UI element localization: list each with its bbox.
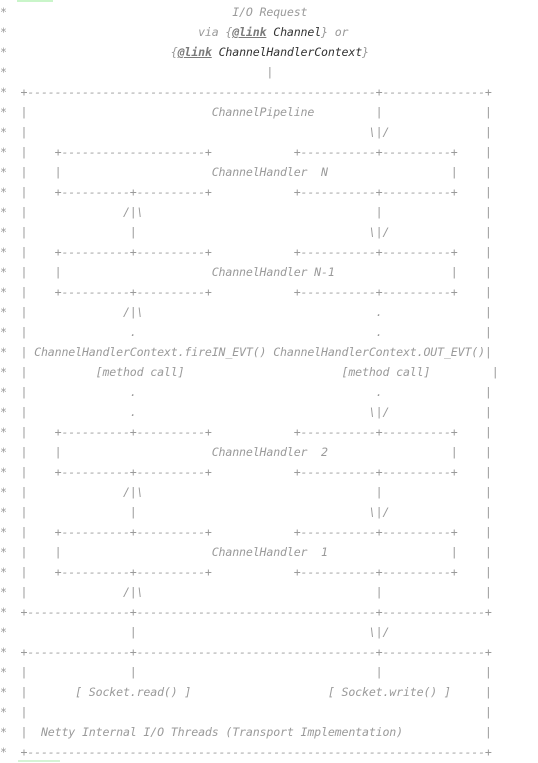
comment-line: * {@link ChannelHandlerContext} — [0, 42, 369, 62]
comment-text: * | +----------+----------+ +-----------… — [0, 465, 492, 479]
comment-line: * I/O Request — [0, 2, 308, 22]
comment-text: * | | | | — [0, 665, 492, 679]
javadoc-link-target: ChannelHandlerContext — [218, 45, 363, 59]
comment-line: * | +---------------------+ +-----------… — [0, 142, 492, 162]
comment-text: * | . . | — [0, 325, 492, 339]
comment-text: * | | \|/ | — [0, 225, 492, 239]
comment-text: * +-------------------------------------… — [0, 745, 492, 759]
comment-line: * | +----------+----------+ +-----------… — [0, 282, 492, 302]
comment-line: * | — [0, 62, 273, 82]
top-highlight-marker — [17, 0, 53, 2]
comment-line: * | ChannelPipeline | | — [0, 102, 492, 122]
comment-text: * | +----------+----------+ +-----------… — [0, 185, 492, 199]
comment-text: } or — [321, 25, 349, 39]
comment-line: * | /|\ | | — [0, 582, 492, 602]
comment-text: * | Netty Internal I/O Threads (Transpor… — [0, 725, 492, 739]
comment-line: * | +----------+----------+ +-----------… — [0, 182, 492, 202]
comment-line: * | \|/ — [0, 622, 389, 642]
bottom-highlight-marker — [18, 760, 60, 762]
comment-line: * | [method call] [method call] | — [0, 362, 499, 382]
comment-line: * | | ChannelHandler N | | — [0, 162, 492, 182]
comment-line: * | /|\ | | — [0, 482, 492, 502]
comment-line: * | ChannelHandlerContext.fireIN_EVT() C… — [0, 342, 492, 362]
comment-text: * +---------------+---------------------… — [0, 605, 492, 619]
comment-text: * | | ChannelHandler 2 | | — [0, 445, 492, 459]
comment-text: * { — [0, 45, 178, 59]
comment-line: * | +----------+----------+ +-----------… — [0, 242, 492, 262]
comment-text: * | +---------------------+ +-----------… — [0, 145, 492, 159]
comment-line: * +-------------------------------------… — [0, 742, 492, 762]
comment-text: * | — [0, 65, 274, 79]
comment-text: * | \|/ — [0, 625, 390, 639]
comment-line: * | /|\ | | — [0, 202, 492, 222]
comment-text: * | +----------+----------+ +-----------… — [0, 425, 492, 439]
javadoc-link-target: Channel — [273, 25, 322, 39]
comment-text: } — [362, 45, 369, 59]
comment-text — [212, 45, 219, 59]
comment-text: * +---------------+---------------------… — [0, 645, 492, 659]
comment-line: * | | ChannelHandler 1 | | — [0, 542, 492, 562]
comment-text: * | +----------+----------+ +-----------… — [0, 565, 492, 579]
comment-text: * | /|\ | | — [0, 585, 492, 599]
comment-line: * | . . | — [0, 322, 492, 342]
comment-text: * | /|\ . | — [0, 305, 492, 319]
comment-text: * | ChannelHandlerContext.fireIN_EVT() C… — [0, 345, 492, 359]
comment-line: * +---------------+---------------------… — [0, 642, 492, 662]
comment-line: * | \|/ | — [0, 122, 492, 142]
comment-text: * | | \|/ | — [0, 505, 492, 519]
comment-line: * | . \|/ | — [0, 402, 492, 422]
comment-text: * | | — [0, 705, 492, 719]
comment-text: * +-------------------------------------… — [0, 85, 492, 99]
comment-line: * via {@link Channel} or — [0, 22, 349, 42]
javadoc-link-tag: @link — [177, 45, 212, 59]
comment-line: * | | | | — [0, 662, 492, 682]
comment-line: * | . . | — [0, 382, 492, 402]
comment-line: * | | ChannelHandler N-1 | | — [0, 262, 492, 282]
comment-line: * | | — [0, 702, 492, 722]
comment-line: * +-------------------------------------… — [0, 82, 492, 102]
comment-text: * | | ChannelHandler N-1 | | — [0, 265, 492, 279]
comment-line: * | | \|/ | — [0, 222, 492, 242]
comment-line: * | +----------+----------+ +-----------… — [0, 562, 492, 582]
comment-line: * | +----------+----------+ +-----------… — [0, 522, 492, 542]
comment-text: * | +----------+----------+ +-----------… — [0, 525, 492, 539]
comment-text: * | \|/ | — [0, 125, 492, 139]
comment-text: * I/O Request — [0, 5, 308, 19]
comment-line: * | +----------+----------+ +-----------… — [0, 422, 492, 442]
comment-text: * | +----------+----------+ +-----------… — [0, 285, 492, 299]
comment-text: * | +----------+----------+ +-----------… — [0, 245, 492, 259]
comment-line: * +---------------+---------------------… — [0, 602, 492, 622]
comment-text: * | ChannelPipeline | | — [0, 105, 492, 119]
comment-text: * | /|\ | | — [0, 205, 492, 219]
comment-text: * | . . | — [0, 385, 492, 399]
comment-line: * | /|\ . | — [0, 302, 492, 322]
javadoc-link-tag: @link — [232, 25, 267, 39]
comment-text: * | [ Socket.read() ] [ Socket.write() ]… — [0, 685, 492, 699]
comment-text: * via { — [0, 25, 233, 39]
comment-text: * | | ChannelHandler N | | — [0, 165, 492, 179]
comment-text: * | /|\ | | — [0, 485, 492, 499]
comment-line: * | | ChannelHandler 2 | | — [0, 442, 492, 462]
comment-line: * | +----------+----------+ +-----------… — [0, 462, 492, 482]
comment-line: * | [ Socket.read() ] [ Socket.write() ]… — [0, 682, 492, 702]
comment-line: * | Netty Internal I/O Threads (Transpor… — [0, 722, 492, 742]
comment-text: * | | ChannelHandler 1 | | — [0, 545, 492, 559]
comment-text: * | [method call] [method call] | — [0, 365, 499, 379]
comment-line: * | | \|/ | — [0, 502, 492, 522]
comment-text: * | . \|/ | — [0, 405, 492, 419]
